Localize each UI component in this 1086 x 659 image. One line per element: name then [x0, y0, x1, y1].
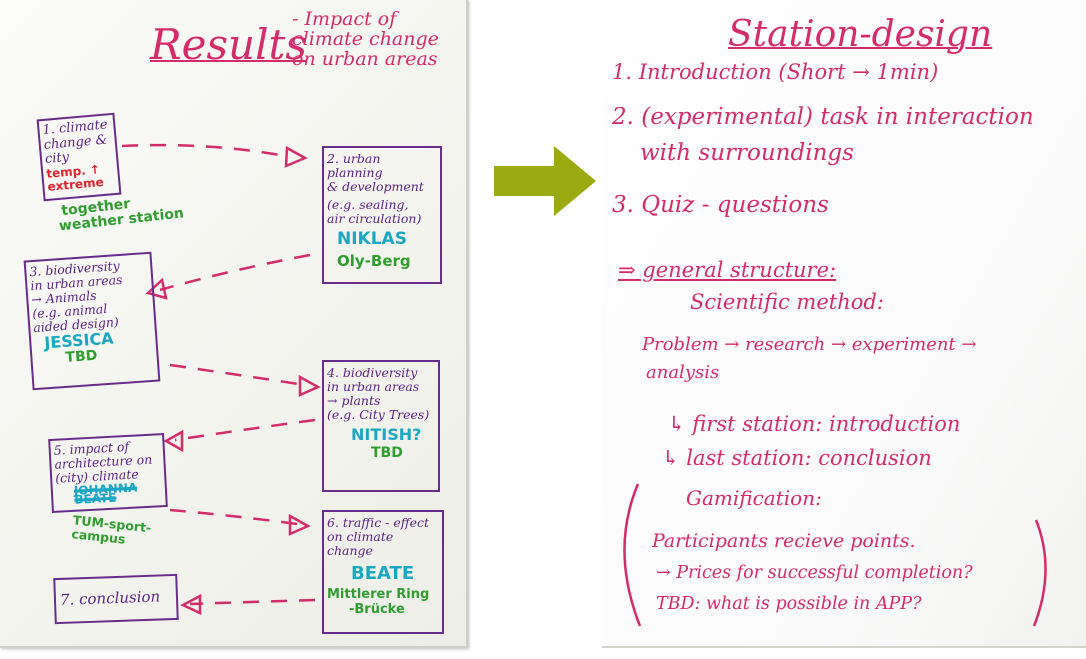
prices-question: → Prices for successful completion?	[656, 563, 973, 583]
gamification-title: Gamification:	[686, 486, 822, 510]
first-station: ↳ first station: introduction	[668, 412, 961, 436]
right-arrow-icon	[494, 146, 596, 216]
item-task-cont: with surroundings	[640, 140, 854, 166]
arrow-4-to-5	[174, 418, 316, 442]
item-quiz: 3. Quiz - questions	[612, 192, 829, 218]
method-line-2: analysis	[646, 362, 720, 383]
results-title: Results	[150, 20, 307, 69]
station-7-box: 7. conclusion	[53, 573, 179, 625]
item-task: 2. (experimental) task in interaction	[612, 104, 1034, 130]
arrow-6-to-7	[189, 598, 316, 606]
station-4-box: 4. biodiversity in urban areas → plants …	[322, 360, 440, 492]
station-5-box: 5. impact of architecture on (city) clim…	[48, 433, 168, 513]
station-6-box: 6. traffic - effect on climate change BE…	[322, 510, 444, 634]
participants-points: Participants recieve points.	[652, 530, 916, 552]
tbd-app-question: TBD: what is possible in APP?	[656, 594, 922, 614]
results-subtitle: - Impact of climate change on urban area…	[292, 8, 439, 70]
station-2-box: 2. urban planning & development (e.g. se…	[322, 146, 442, 284]
arrow-3-to-4	[169, 363, 306, 387]
station-arrows	[121, 143, 321, 615]
last-station: ↳ last station: conclusion	[662, 446, 932, 470]
station-design-title: Station-design	[728, 14, 993, 55]
arrow-1-to-2	[121, 143, 286, 158]
station-3-box: 3. biodiversity in urban areas → Animals…	[23, 251, 161, 391]
scientific-method: Scientific method:	[690, 290, 884, 314]
station-design-whiteboard	[602, 0, 1086, 648]
gamification-brackets	[623, 483, 1047, 627]
item-introduction: 1. Introduction (Short → 1min)	[612, 60, 939, 84]
general-structure: ⇒ general structure:	[618, 258, 837, 282]
results-whiteboard	[0, 0, 468, 648]
arrow-2-to-3	[159, 253, 311, 292]
station-1-box: 1. climate change & city temp. ↑ extreme	[36, 112, 122, 202]
arrow-5-to-6	[169, 508, 306, 527]
method-line-1: Problem → research → experiment →	[642, 334, 977, 355]
